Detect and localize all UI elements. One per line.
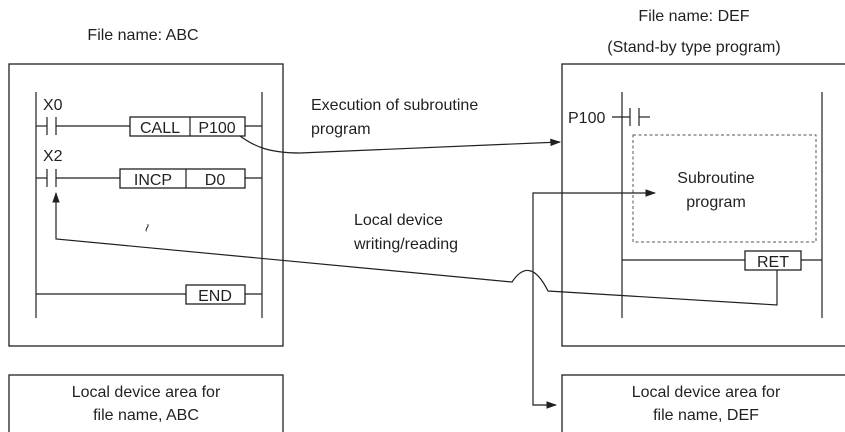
incp-operand-label: D0 [205, 172, 226, 189]
contact-x2-label: X2 [43, 148, 63, 165]
local-device-annotation-line2: writing/reading [353, 236, 458, 253]
local-device-annotation-line1: Local device [354, 212, 443, 229]
left-file-title: File name: ABC [87, 27, 198, 44]
local-area-abc-line2: file name, ABC [93, 407, 199, 424]
contact-x0-label: X0 [43, 97, 63, 114]
local-area-def-line2: file name, DEF [653, 407, 759, 424]
local-area-def: Local device area for file name, DEF [561, 374, 845, 432]
subroutine-area [632, 134, 817, 243]
rung-incp: X2 INCP D0 [36, 148, 262, 189]
right-program-box: P100 Subroutine program RET [561, 63, 845, 347]
execution-annotation-line1: Execution of subroutine [311, 97, 478, 114]
rung-end: END [36, 284, 262, 305]
subroutine-label-line2: program [686, 194, 746, 211]
right-file-title: File name: DEF [638, 8, 749, 25]
left-program-box: X0 CALL P100 X2 INCP D0 ~ [8, 63, 284, 347]
call-arrow [239, 135, 562, 154]
right-file-subtitle: (Stand-by type program) [607, 39, 780, 56]
incp-instr-label: INCP [134, 172, 172, 189]
rung-call: X0 CALL P100 [36, 97, 262, 137]
end-label: END [198, 288, 232, 305]
subroutine-label-line1: Subroutine [677, 170, 754, 187]
local-area-abc: Local device area for file name, ABC [8, 374, 284, 432]
call-operand-label: P100 [198, 120, 235, 137]
execution-annotation-line2: program [311, 121, 371, 138]
local-device-link-arrow [532, 189, 657, 409]
pointer-p100-label: P100 [568, 110, 605, 127]
local-area-abc-line1: Local device area for [72, 384, 221, 401]
local-area-def-line1: Local device area for [632, 384, 781, 401]
ret-label: RET [757, 254, 789, 271]
call-instr-label: CALL [140, 120, 180, 137]
